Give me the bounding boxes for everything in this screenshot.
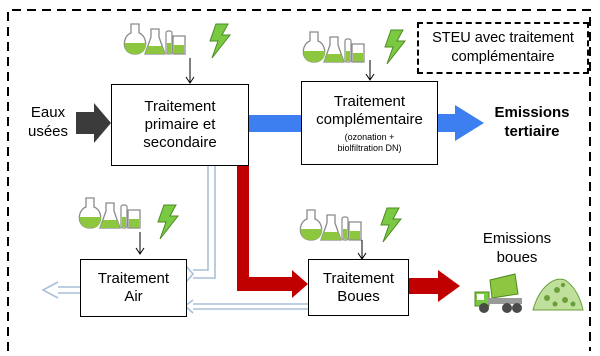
input-arrow	[76, 103, 111, 143]
lab-flasks-icon	[78, 197, 141, 229]
lightning-bolt-icon	[380, 207, 402, 243]
sludge-pile-icon	[532, 278, 584, 311]
lightning-bolt-icon	[209, 23, 231, 59]
outer-frame	[7, 9, 591, 351]
legend-line-1: STEU avec traitement	[432, 30, 574, 46]
lightning-bolt-icon	[157, 204, 179, 240]
primary-secondary-treatment-box: Traitement primaire et secondaire	[111, 84, 249, 166]
air-flow-lines	[58, 166, 308, 310]
air-output-arrowhead	[41, 281, 59, 299]
sludge-emissions-label: Emissions boues	[482, 230, 552, 266]
flow-arrow-primary-to-complementary	[249, 115, 302, 132]
dump-truck-icon	[474, 273, 522, 313]
air-arrowhead-to-air-treatment	[185, 265, 195, 283]
flow-arrow-tertiary-output	[438, 105, 484, 141]
tertiary-emissions-label: Emissions tertiaire	[494, 104, 570, 140]
lab-flasks-icon	[302, 31, 365, 63]
lab-flasks-icon	[123, 23, 186, 55]
complementary-treatment-box: Traitement complémentaire (ozonation + b…	[301, 81, 438, 165]
lightning-bolt-icon	[384, 29, 406, 65]
sludge-treatment-box: Traitement Boues	[308, 259, 409, 316]
lab-flasks-icon	[299, 209, 362, 241]
legend-line-2: complémentaire	[451, 49, 555, 65]
resource-input-lines	[135, 58, 375, 260]
input-label: Eaux usées	[27, 104, 69, 140]
sludge-flow-arrow	[237, 166, 308, 298]
diagram-legend: STEU avec traitement complémentaire	[417, 22, 589, 74]
sludge-output-arrow	[409, 270, 460, 302]
air-treatment-box: Traitement Air	[80, 259, 187, 317]
